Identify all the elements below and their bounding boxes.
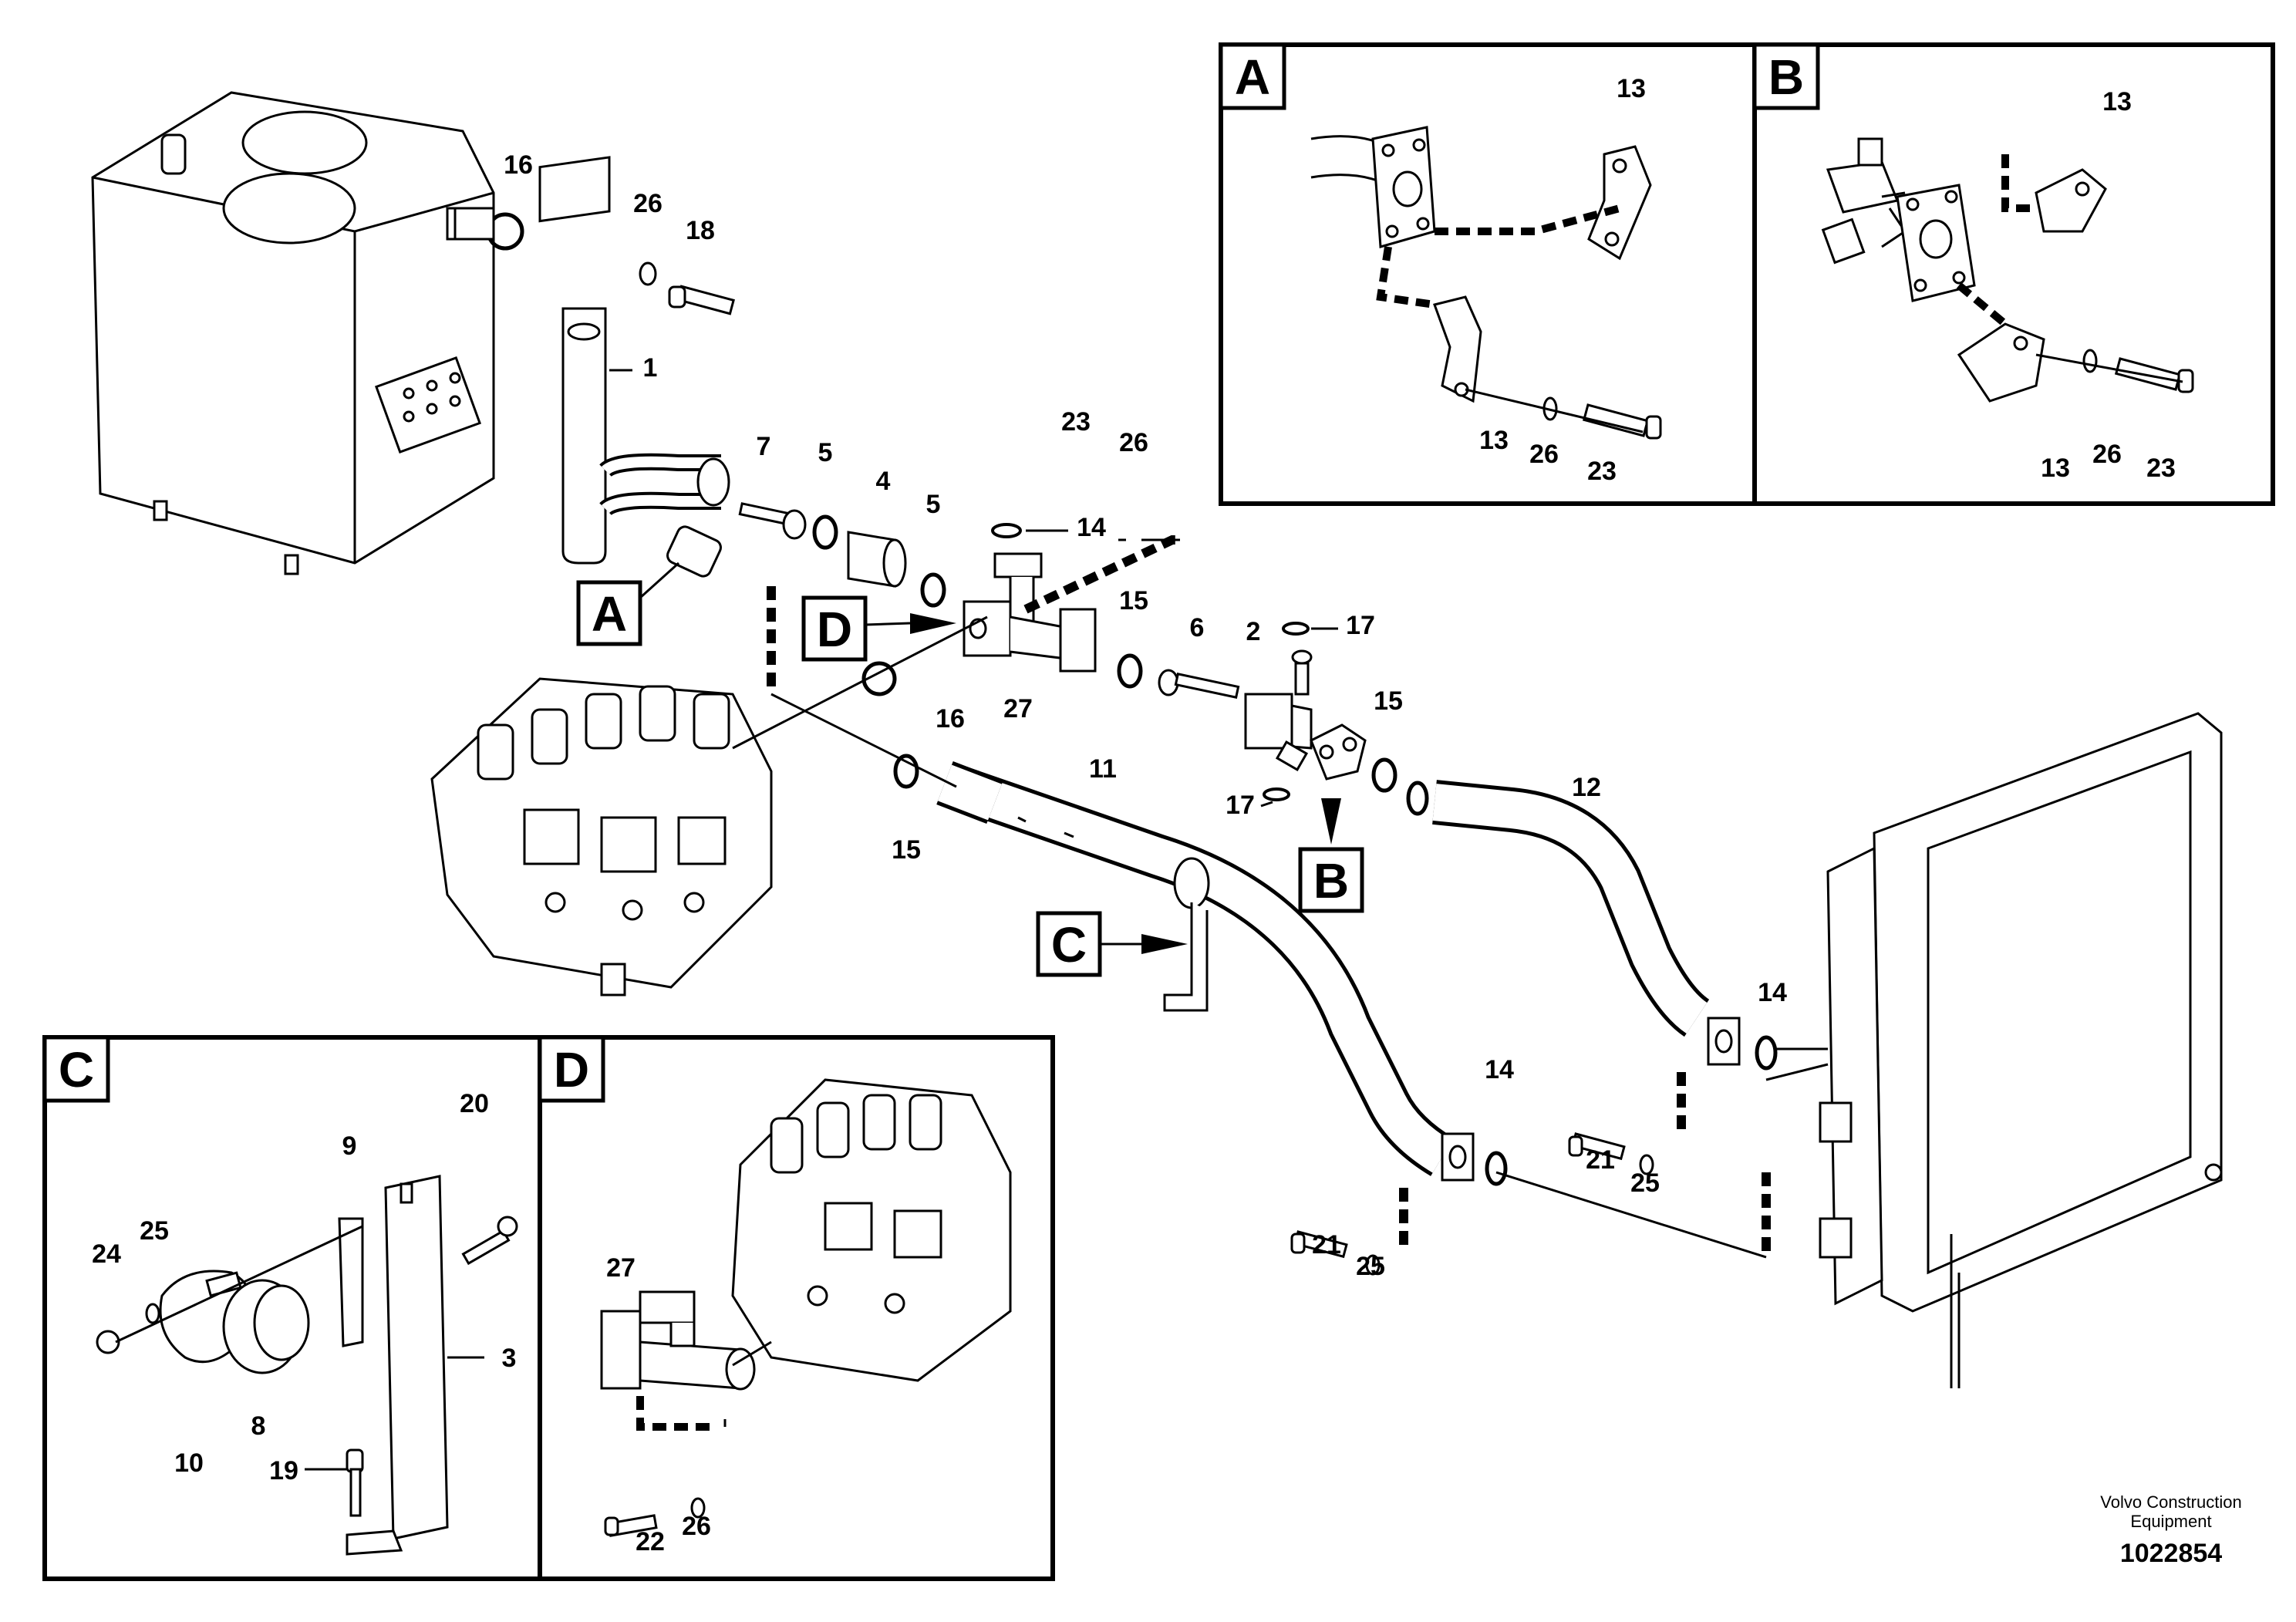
callout-a-letter: A xyxy=(592,586,627,642)
label-21: 21 xyxy=(1312,1230,1341,1259)
label-25: 25 xyxy=(1630,1168,1660,1198)
pipe-1 xyxy=(453,156,730,578)
label-1: 1 xyxy=(643,353,658,383)
label-27: 27 xyxy=(1003,694,1033,723)
label-18: 18 xyxy=(686,216,715,245)
label-26: 26 xyxy=(682,1512,711,1541)
label-6: 6 xyxy=(1190,613,1205,642)
detail-panel-d: D 27 22 26 xyxy=(538,1035,1055,1581)
oil-cooler-radiator xyxy=(1819,712,2223,1388)
label-14: 14 xyxy=(1077,513,1106,542)
label-5: 5 xyxy=(926,490,941,519)
callout-b: B xyxy=(1298,798,1364,913)
callout-d-letter: D xyxy=(817,602,852,657)
label-17: 17 xyxy=(1226,791,1255,820)
label-9: 9 xyxy=(342,1131,357,1161)
label-10: 10 xyxy=(174,1448,204,1478)
detail-panel-a: A 13 13 26 23 xyxy=(1219,42,1757,506)
detail-panel-c: C 20 9 25 24 3 8 10 19 xyxy=(42,1035,542,1581)
brand-line-1: Volvo Construction xyxy=(2100,1492,2241,1512)
label-2: 2 xyxy=(1246,617,1261,646)
label-22: 22 xyxy=(636,1527,665,1556)
line-assembly xyxy=(738,502,1397,801)
label-26: 26 xyxy=(1529,440,1559,469)
label-7: 7 xyxy=(757,432,771,461)
label-21: 21 xyxy=(1586,1145,1615,1175)
label-25: 25 xyxy=(140,1216,169,1246)
control-valve-main xyxy=(430,677,773,996)
label-15: 15 xyxy=(1119,586,1148,615)
label-8: 8 xyxy=(251,1411,266,1441)
label-17: 17 xyxy=(1346,611,1375,640)
label-3: 3 xyxy=(502,1344,517,1373)
thin-connection-lines xyxy=(732,538,1829,1259)
label-13: 13 xyxy=(2041,454,2070,483)
label-25: 25 xyxy=(1356,1252,1385,1281)
panel-b-letter: B xyxy=(1768,49,1804,105)
label-14: 14 xyxy=(1485,1055,1514,1084)
callout-c: C xyxy=(1036,911,1188,977)
label-23: 23 xyxy=(2146,454,2176,483)
bolt-18 xyxy=(639,261,735,315)
callout-d: D xyxy=(801,595,956,662)
panel-a-letter: A xyxy=(1235,49,1270,105)
label-13: 13 xyxy=(1479,426,1509,455)
bolts-21 xyxy=(1290,1132,1654,1276)
callout-a: A xyxy=(576,561,680,646)
hydraulic-tank xyxy=(91,91,495,575)
detail-panel-b: B 13 13 26 23 xyxy=(1752,42,2275,506)
label-26: 26 xyxy=(633,189,663,218)
label-20: 20 xyxy=(460,1089,489,1118)
label-13: 13 xyxy=(1617,74,1646,103)
footer-block: Volvo Construction Equipment 1022854 xyxy=(2100,1492,2241,1568)
flange-ends xyxy=(1441,1017,1778,1186)
panel-c-letter: C xyxy=(59,1042,94,1098)
label-26: 26 xyxy=(2092,440,2122,469)
label-5: 5 xyxy=(818,438,833,467)
brand-line-2: Equipment xyxy=(2130,1512,2211,1531)
label-15: 15 xyxy=(892,835,921,865)
label-23: 23 xyxy=(1587,457,1617,486)
label-23: 23 xyxy=(1061,407,1091,437)
label-19: 19 xyxy=(269,1456,298,1485)
hose-12 xyxy=(1406,780,1711,1037)
panel-d-letter: D xyxy=(554,1042,589,1098)
label-15: 15 xyxy=(1374,686,1403,716)
label-13: 13 xyxy=(2102,87,2132,116)
callout-c-letter: C xyxy=(1051,917,1087,973)
drawing-number: 1022854 xyxy=(2120,1539,2222,1568)
label-14: 14 xyxy=(1758,978,1787,1007)
label-12: 12 xyxy=(1572,773,1601,802)
label-27: 27 xyxy=(606,1253,636,1283)
label-26: 26 xyxy=(1119,428,1148,457)
clamp-bracket-c xyxy=(1163,857,1210,1012)
label-4: 4 xyxy=(876,467,891,496)
label-16: 16 xyxy=(936,704,965,733)
label-16: 16 xyxy=(504,150,533,180)
label-24: 24 xyxy=(92,1239,121,1269)
callout-b-letter: B xyxy=(1313,853,1349,909)
label-11: 11 xyxy=(1089,754,1117,784)
part-number-labels: 16 26 18 1 7 5 4 5 23 26 14 15 6 2 17 16… xyxy=(504,150,1787,1281)
